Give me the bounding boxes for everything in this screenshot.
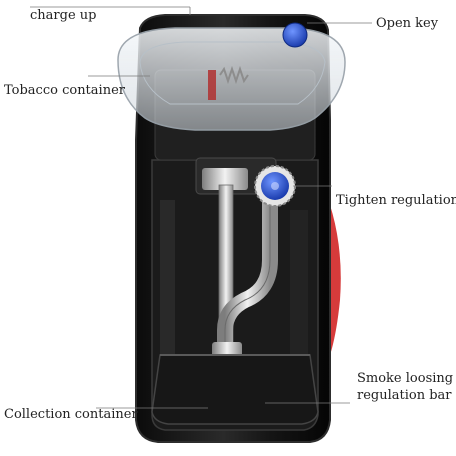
label-collection-container: Collection container <box>4 407 138 422</box>
label-smoke-loosing-line1: Smoke loosing <box>357 371 454 386</box>
tray-spring <box>219 65 249 85</box>
open-key-button <box>282 22 308 48</box>
lever-arm-edge <box>224 199 271 356</box>
tobacco-container-tray <box>117 27 346 131</box>
label-tighten-regulation: Tighten regulation <box>336 193 456 208</box>
panel-highlight <box>160 200 175 400</box>
label-tobacco-container: Tobacco container <box>4 83 125 98</box>
label-open-key: Open key <box>376 16 439 31</box>
red-insert <box>208 70 216 100</box>
tray-inner-rim <box>139 41 326 105</box>
panel-highlight-right <box>290 210 308 400</box>
label-charge-up: charge up <box>30 8 97 23</box>
collection-container-tray <box>151 354 319 425</box>
label-smoke-loosing-regulation-bar: Smoke loosing regulation bar <box>357 370 453 404</box>
leader-lines <box>30 6 372 409</box>
label-smoke-loosing-line2: regulation bar <box>357 388 452 403</box>
tighten-regulation-knob <box>254 165 296 207</box>
nozzle-clamp <box>202 168 248 190</box>
